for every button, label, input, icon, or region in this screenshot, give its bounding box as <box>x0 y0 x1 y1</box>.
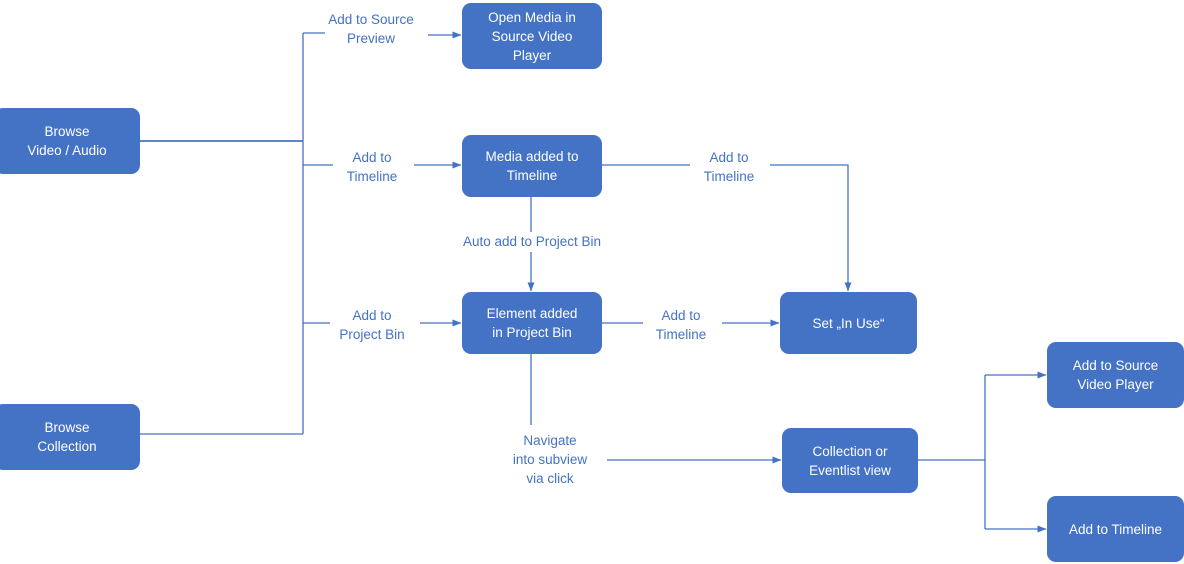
edge-label-add-to-timeline-top: Add to Timeline <box>346 150 398 184</box>
node-set-in-use[interactable]: Set „In Use“ <box>780 292 917 354</box>
node-collection-or-eventlist-view[interactable]: Collection or Eventlist view <box>782 428 918 493</box>
edge-label-add-to-project-bin: Add to Project Bin <box>339 308 405 342</box>
node-open-media-source-video-player[interactable]: Open Media in Source Video Player <box>462 3 602 69</box>
node-browse-video-audio[interactable]: Browse Video / Audio <box>0 108 140 174</box>
edge-label-add-to-source-preview: Add to Source Preview <box>328 12 414 46</box>
node-add-to-source-video-player[interactable]: Add to Source Video Player <box>1047 342 1184 408</box>
edge-label-auto-add-to-project-bin: Auto add to Project Bin <box>462 234 602 249</box>
node-browse-collection[interactable]: Browse Collection <box>0 404 140 470</box>
node-element-added-in-project-bin[interactable]: Element added in Project Bin <box>462 292 602 354</box>
edge-label-add-to-timeline-mid: Add to Timeline <box>655 308 707 342</box>
node-media-added-to-timeline[interactable]: Media added to Timeline <box>462 135 602 197</box>
node-add-to-timeline-end[interactable]: Add to Timeline <box>1047 496 1184 562</box>
edge-label-add-to-timeline-right: Add to Timeline <box>703 150 755 184</box>
connector-to-set-in-use-top <box>770 164 852 292</box>
edge-label-navigate-into-subview-via-click: Navigate into subview via click <box>512 433 588 486</box>
